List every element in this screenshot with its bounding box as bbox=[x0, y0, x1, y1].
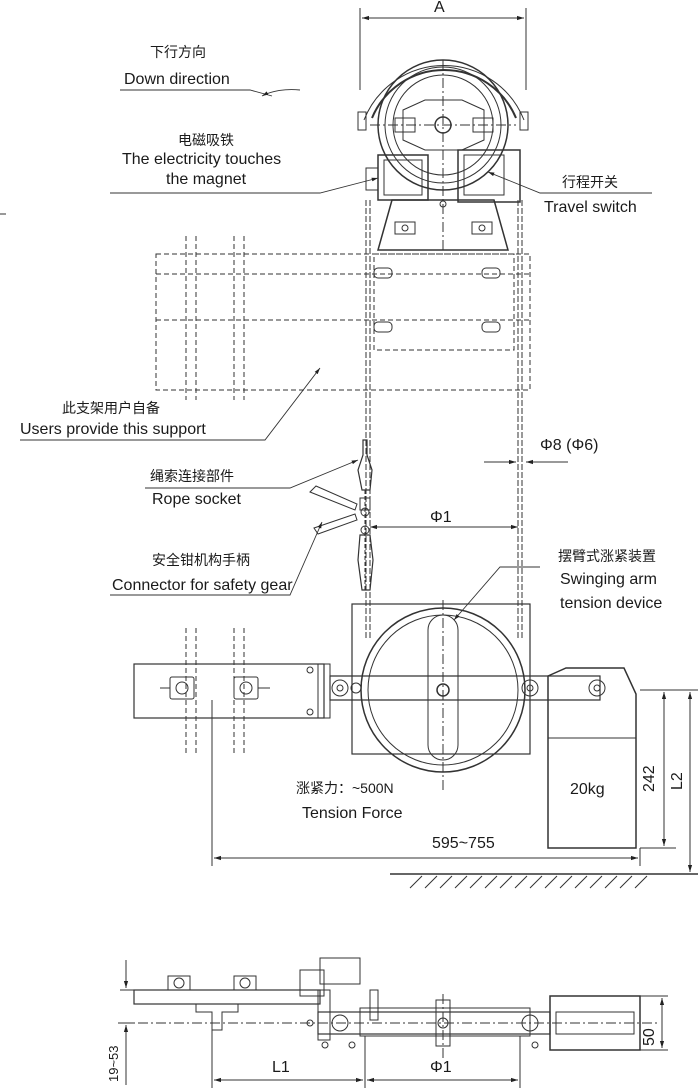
user-support-bracket bbox=[155, 236, 531, 400]
dimension-plan-19-53 bbox=[118, 960, 134, 1085]
rope-socket-cn: 绳索连接部件 bbox=[150, 468, 234, 484]
dim-plan-phi1-label: Φ1 bbox=[430, 1059, 452, 1076]
tension-force-en: Tension Force bbox=[302, 805, 403, 822]
dimension-plan-50 bbox=[640, 995, 668, 1051]
dimension-plan-l1-phi1 bbox=[211, 1030, 521, 1088]
down-direction-en: Down direction bbox=[124, 71, 230, 88]
dim-span-label: 595~755 bbox=[432, 835, 495, 852]
support-en: Users provide this support bbox=[20, 421, 206, 438]
swinging-arm bbox=[329, 675, 606, 701]
safety-gear-en: Connector for safety gear bbox=[112, 577, 293, 594]
governor-rope bbox=[365, 200, 523, 640]
guide-rail-lower bbox=[185, 628, 245, 754]
safety-gear-handle bbox=[309, 485, 358, 535]
dimension-a bbox=[359, 8, 527, 90]
magnet-cn: 电磁吸铁 bbox=[178, 132, 234, 148]
governor-base bbox=[377, 199, 509, 251]
dim-plan-l1-label: L1 bbox=[272, 1059, 290, 1076]
dim-a-label: A bbox=[434, 0, 445, 16]
governor-sheave bbox=[357, 59, 529, 250]
magnet-en-1: The electricity touches bbox=[122, 151, 282, 168]
ground-line bbox=[390, 873, 698, 889]
tension-device-en-2: tension device bbox=[560, 595, 663, 612]
dimension-span bbox=[211, 700, 641, 866]
rope-socket bbox=[357, 439, 374, 591]
left-mount-plate bbox=[133, 663, 331, 719]
dim-242-label: 242 bbox=[641, 765, 658, 792]
dim-phi1-label: Φ1 bbox=[430, 509, 452, 526]
dim-plan-19-53-label: 19~53 bbox=[106, 1045, 121, 1082]
counterweight bbox=[547, 667, 637, 849]
safety-gear-cn: 安全钳机构手柄 bbox=[152, 552, 250, 568]
rope-socket-en: Rope socket bbox=[152, 491, 241, 508]
travel-switch-en: Travel switch bbox=[544, 199, 637, 216]
magnet-en-2: the magnet bbox=[166, 171, 247, 188]
tension-device-en-1: Swinging arm bbox=[560, 571, 657, 588]
dim-l2-label: L2 bbox=[669, 772, 686, 790]
tension-device-cn: 摆臂式涨紧装置 bbox=[558, 548, 656, 564]
leader-lines bbox=[20, 89, 652, 621]
down-direction-cn: 下行方向 bbox=[150, 44, 206, 60]
tension-sheave bbox=[360, 600, 526, 790]
weight-label: 20kg bbox=[570, 781, 605, 798]
travel-switch-cn: 行程开关 bbox=[562, 174, 618, 190]
dim-plan-50-label: 50 bbox=[641, 1028, 658, 1046]
dimension-l2 bbox=[640, 689, 698, 872]
support-cn: 此支架用户自备 bbox=[62, 400, 160, 416]
tension-frame bbox=[351, 603, 531, 755]
plan-view bbox=[120, 957, 660, 1060]
dim-phi8-label: Φ8 (Φ6) bbox=[540, 437, 599, 454]
tension-force-cn: 涨紧力：~500N bbox=[296, 780, 394, 796]
travel-switch-block bbox=[457, 149, 521, 203]
bracket-slots bbox=[373, 267, 501, 333]
